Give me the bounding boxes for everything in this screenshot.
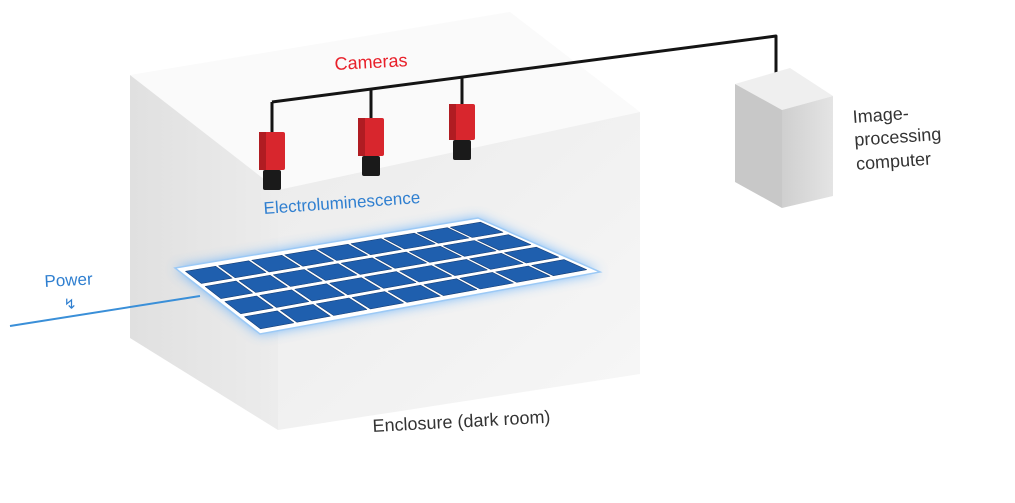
panel-cell — [459, 272, 514, 290]
panel-cell — [204, 280, 253, 299]
panel-cell — [244, 310, 295, 330]
panel-cell — [329, 277, 381, 296]
panel-cell — [294, 283, 345, 302]
panel-cell — [280, 304, 331, 323]
panel-cell — [218, 260, 267, 279]
panel-cell — [399, 265, 452, 283]
panel-cell — [315, 297, 368, 316]
panel-cell — [423, 278, 478, 296]
solar-panel — [173, 217, 603, 335]
panel-cells — [185, 221, 587, 330]
enclosure-top-face — [130, 12, 640, 190]
computer-box — [735, 68, 833, 208]
panel-cell — [317, 244, 368, 261]
camera-3 — [449, 104, 475, 160]
panel-cell — [185, 265, 233, 284]
computer-left-face — [735, 84, 782, 208]
panel-cell — [450, 221, 504, 238]
panel-cell — [272, 269, 323, 287]
panel-cell — [469, 253, 524, 270]
panel-cell — [495, 265, 551, 283]
panel-cell — [350, 238, 402, 255]
panel-cell — [383, 232, 436, 250]
panel-cell — [251, 255, 301, 273]
panel-cell — [531, 259, 587, 277]
panel-cell — [477, 234, 532, 251]
panel-cell — [224, 295, 274, 315]
panel-cell — [443, 240, 497, 257]
panel-cell — [340, 257, 393, 275]
computer-top-face — [735, 68, 833, 110]
panel-cell — [504, 246, 560, 264]
panel-cell — [238, 274, 288, 293]
panel-cell — [434, 259, 488, 276]
panel-cell — [364, 271, 417, 289]
panel-cell — [259, 289, 310, 308]
camera-2 — [358, 118, 384, 176]
panel-cell — [409, 246, 462, 263]
camera-1 — [259, 132, 285, 190]
cameras-label: Cameras — [334, 50, 408, 74]
panel-cell — [351, 291, 404, 310]
enclosure-box — [130, 12, 640, 430]
panel-cell — [387, 284, 441, 303]
computer-label: Image- processing computer — [852, 103, 942, 174]
power-label: Power — [44, 269, 94, 291]
enclosure-left-face — [130, 75, 278, 430]
panel-cell — [375, 251, 427, 269]
panel-cell — [416, 227, 470, 244]
computer-front-face — [782, 96, 833, 208]
panel-cell — [284, 249, 334, 267]
panel-cell — [306, 263, 358, 281]
camera-cable — [270, 34, 778, 132]
power-cable — [9, 295, 201, 327]
